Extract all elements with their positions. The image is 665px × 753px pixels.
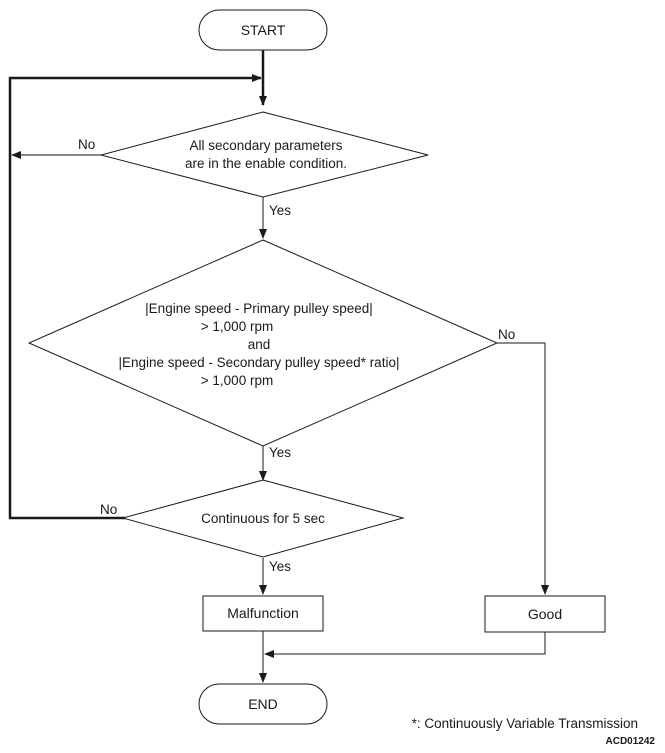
start-label: START: [241, 22, 286, 38]
end-terminal: [198, 683, 328, 725]
footnote: *: Continuously Variable Transmission: [412, 716, 638, 731]
enable-yes-label: Yes: [269, 203, 291, 218]
connector-good-to-end: [264, 632, 546, 658]
end-label: END: [248, 696, 278, 712]
enable-condition-line-2: are in the enable condition.: [185, 156, 347, 171]
speed-check-line-2: > 1,000 rpm: [201, 319, 273, 334]
duration-no-label: No: [100, 502, 117, 517]
speed-no-label: No: [498, 327, 515, 342]
duration-decision: [121, 479, 405, 558]
good-box: [484, 595, 606, 633]
start-terminal: [198, 9, 328, 51]
speed-yes-label: Yes: [269, 445, 291, 460]
speed-check-line-1: |Engine speed - Primary pulley speed|: [145, 301, 373, 316]
enable-condition-line-1: All secondary parameters: [189, 138, 342, 153]
connector-speed-no: [497, 342, 549, 595]
duration-yes-label: Yes: [269, 559, 291, 574]
speed-check-line-4: |Engine speed - Secondary pulley speed* …: [119, 355, 400, 370]
good-label: Good: [528, 606, 562, 622]
speed-check-decision: [27, 239, 499, 447]
malfunction-box: [202, 595, 324, 632]
malfunction-label: Malfunction: [227, 605, 299, 621]
speed-check-line-3: and: [248, 337, 271, 352]
duration-label: Continuous for 5 sec: [201, 511, 325, 526]
connector-loop-back: [8, 74, 262, 520]
enable-condition-decision: [99, 111, 429, 198]
speed-check-line-5: > 1,000 rpm: [201, 373, 273, 388]
enable-no-label: No: [78, 137, 95, 152]
figure-code: ACD01242: [606, 736, 656, 747]
